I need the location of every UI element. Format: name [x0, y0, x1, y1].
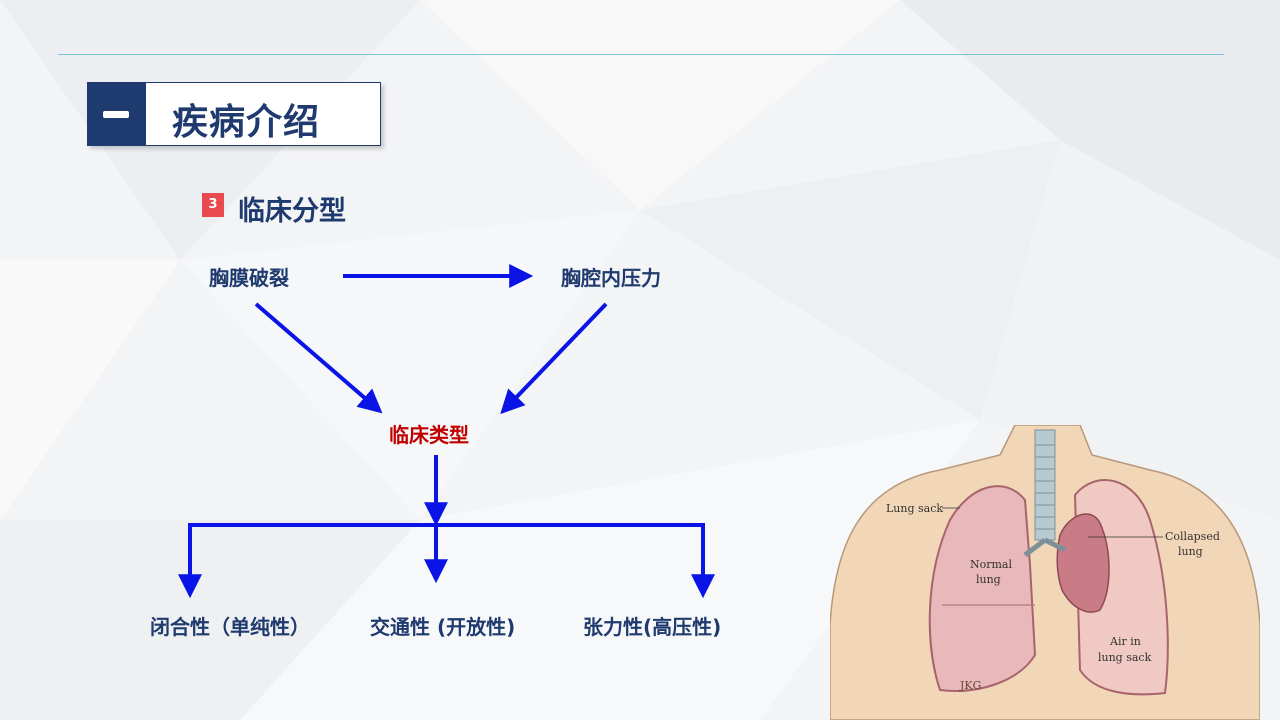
arrow-pressure-to-type: [500, 302, 608, 415]
label-normal-2: lung: [976, 573, 1001, 586]
label-collapsed-1: Collapsed: [1165, 530, 1220, 543]
label-normal-1: Normal: [970, 558, 1012, 571]
node-communicating: 交通性 (开放性): [370, 615, 516, 639]
node-pleura-rupture: 胸膜破裂: [209, 266, 289, 290]
subsection-number-badge: 3: [202, 193, 224, 217]
section-title: 疾病介绍: [172, 102, 321, 143]
artist-signature: JKG: [959, 679, 981, 692]
node-closed: 闭合性（单纯性）: [150, 615, 310, 639]
branch-bar: [188, 523, 705, 585]
node-clinical-type: 临床类型: [389, 423, 469, 447]
label-air-1: Air in: [1109, 635, 1141, 648]
arrow-rupture-to-type: [254, 302, 383, 414]
label-lung-sack: Lung sack: [886, 502, 943, 515]
subsection-title: 临床分型: [238, 196, 346, 227]
node-tension: 张力性(高压性): [583, 615, 722, 639]
trachea: [1034, 429, 1056, 541]
lung-illustration: Lung sack Collapsed lung Normal lung Air…: [830, 425, 1260, 720]
section-number-block: [88, 83, 146, 145]
node-intrapleural-pressure: 胸腔内压力: [561, 266, 661, 290]
collapsed-lung: [1056, 513, 1110, 613]
label-collapsed-2: lung: [1178, 545, 1203, 558]
label-air-2: lung sack: [1098, 651, 1152, 664]
top-divider: [58, 54, 1224, 55]
normal-lung: [928, 485, 1037, 692]
dash-icon: [103, 111, 129, 118]
section-title-box: 疾病介绍: [87, 82, 381, 146]
